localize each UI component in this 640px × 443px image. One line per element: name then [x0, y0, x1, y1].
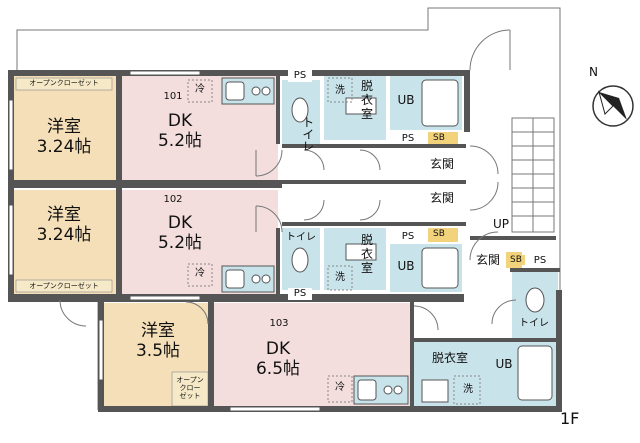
unit-102-number: 102 [163, 194, 183, 205]
unit-101-western-room [12, 76, 116, 180]
stairs-up-label: UP [492, 217, 510, 231]
unit-102-dk-label: DK 5.2帖 [157, 213, 203, 253]
floor-label: 1F [560, 409, 580, 428]
unit-101-washer-label: 洗 [335, 85, 345, 96]
unit-102-entrance-label: 玄関 [429, 191, 454, 205]
unit-103-washer-label: 洗 [463, 384, 473, 395]
unit-102-toilet-label: トイレ [286, 232, 316, 243]
unit-103-closet-label: オープン クロー ゼット [176, 376, 204, 401]
unit-103-changing-room-label: 脱衣室 [431, 351, 468, 365]
unit-103-entrance-label: 玄関 [475, 253, 500, 267]
unit-102-closet-label: オープンクローゼット [20, 282, 108, 291]
unit-102-fridge-label: 冷 [195, 268, 205, 279]
unit-101-toilet-label: トイレ [300, 116, 315, 152]
unit-102-ps-bottom-label: PS [288, 288, 312, 300]
unit-102-bath-label: UB [397, 259, 415, 273]
compass-north-label: N [589, 65, 598, 79]
unit-101-fridge-label: 冷 [195, 84, 205, 95]
fixtures [221, 77, 553, 405]
compass: N [585, 65, 639, 134]
windows [8, 70, 321, 412]
unit-103-sb-label: SB [507, 255, 525, 266]
unit-101-bath-label: UB [397, 93, 415, 107]
unit-101-dk-label: DK 5.2帖 [157, 111, 203, 151]
unit-101-sb-label: SB [430, 133, 448, 144]
unit-102-western-room-label: 洋室 3.24帖 [36, 205, 92, 245]
unit-102-western-room [12, 190, 116, 294]
unit-103-toilet-label: トイレ [519, 318, 549, 329]
unit-101-number: 101 [163, 91, 183, 102]
unit-101-changing-room-label: 脱 衣 室 [360, 79, 373, 121]
doors [59, 29, 517, 331]
unit-101-ps-top-label: PS [288, 70, 312, 82]
unit-102-ps-label: PS [401, 231, 415, 242]
unit-102-sb-label: SB [430, 229, 448, 240]
unit-101-closet-label: オープンクローゼット [20, 79, 108, 88]
unit-101-ps-label: PS [401, 133, 415, 144]
unit-102-changing-room-label: 脱 衣 室 [360, 233, 373, 275]
north-arrow-icon [592, 85, 634, 127]
unit-102-washer-label: 洗 [335, 272, 345, 283]
unit-103-western-room-label: 洋室 3.5帖 [135, 321, 181, 361]
unit-103-dk-label: DK 6.5帖 [255, 339, 301, 379]
unit-103-number: 103 [269, 318, 289, 329]
unit-103-fridge-label: 冷 [335, 382, 345, 393]
unit-103-ps-label: PS [533, 255, 547, 266]
appliance-spaces [187, 77, 481, 405]
unit-101-entrance-label: 玄関 [429, 157, 454, 171]
unit-103-bath-label: UB [495, 357, 513, 371]
stairs [511, 117, 555, 233]
unit-101-western-room-label: 洋室 3.24帖 [36, 117, 92, 157]
